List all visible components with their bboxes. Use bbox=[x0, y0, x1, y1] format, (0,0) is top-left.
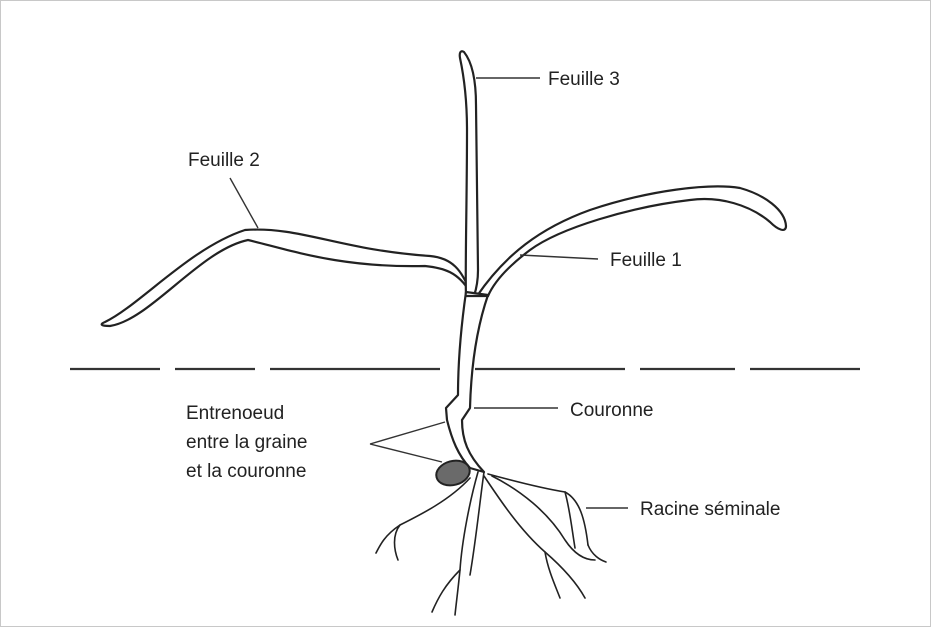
label-leaf-2: Feuille 2 bbox=[188, 150, 260, 171]
stem bbox=[446, 292, 488, 472]
leaf-2 bbox=[102, 230, 470, 326]
label-seminal-root: Racine séminale bbox=[640, 499, 780, 520]
label-internode-line-3: et la couronne bbox=[186, 461, 306, 482]
label-leaf-1: Feuille 1 bbox=[610, 250, 682, 271]
label-leaf-3: Feuille 3 bbox=[548, 69, 620, 90]
leaf-1 bbox=[477, 186, 786, 296]
label-crown: Couronne bbox=[570, 400, 653, 421]
label-internode-line-1: Entrenoeud bbox=[186, 403, 284, 424]
label-internode-line-2: entre la graine bbox=[186, 432, 307, 453]
roots bbox=[376, 472, 606, 615]
leaf-3 bbox=[460, 51, 478, 296]
